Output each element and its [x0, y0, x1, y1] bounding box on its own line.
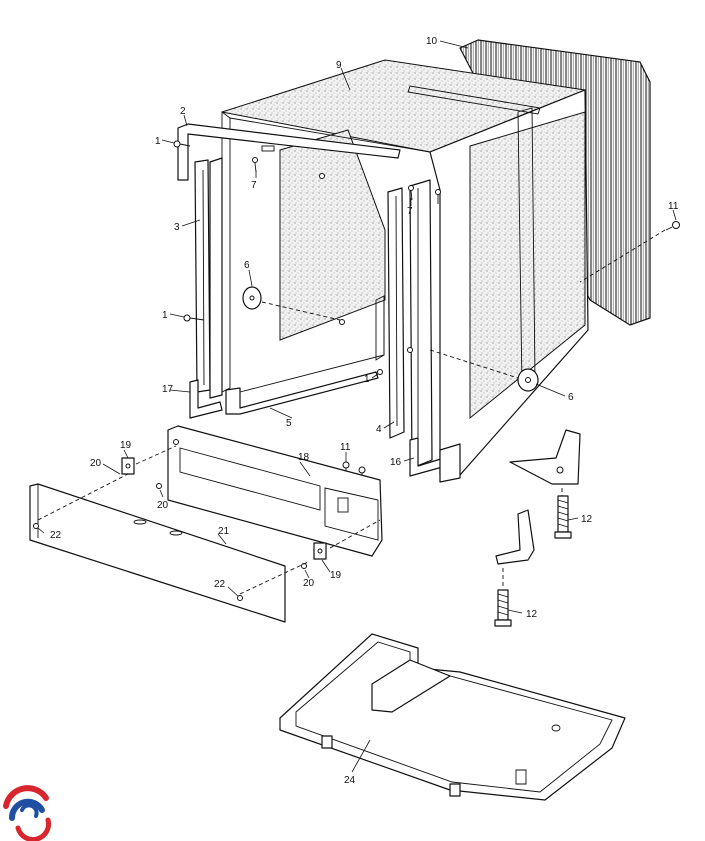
callout-16: 16: [390, 457, 402, 468]
leg-bracket-lower: [495, 509, 535, 565]
callout-1-lower: 1: [364, 374, 370, 385]
right-side-rail: [387, 187, 405, 439]
base-pan: [279, 633, 626, 801]
callout-18: 18: [298, 452, 310, 463]
callout-7-right: 7: [407, 206, 413, 217]
callout-21: 21: [218, 526, 230, 537]
left-side-rail: [194, 157, 223, 399]
callout-2: 2: [180, 106, 186, 117]
callout-5: 5: [286, 418, 292, 429]
top-frame-rail: [177, 123, 401, 181]
callout-19-right: 19: [330, 570, 342, 581]
leveling-leg-upper: [554, 495, 572, 539]
leveling-leg-lower: [494, 589, 512, 627]
callout-11-right: 11: [668, 201, 679, 212]
grommet-right: [517, 368, 539, 392]
left-foot-bracket: [189, 379, 223, 419]
callout-17: 17: [162, 384, 174, 395]
clip-right: [313, 542, 327, 560]
callout-6-right: 6: [568, 392, 574, 403]
callout-24: 24: [344, 775, 356, 786]
callout-12-upper: 12: [581, 514, 593, 525]
lower-cross-plate: [167, 425, 383, 557]
callout-12-lower: 12: [526, 609, 538, 620]
callout-4: 4: [376, 424, 382, 435]
callout-labels: 1 2 3 1 4 5 6 6 7 7 9 10 11 11 12 12 1 1…: [50, 36, 679, 786]
callout-1-middle: 1: [162, 310, 168, 321]
callout-22-right: 22: [214, 579, 226, 590]
callout-20-left: 20: [90, 458, 102, 469]
leader-lines: [37, 40, 677, 773]
callout-9: 9: [336, 60, 342, 71]
callout-3: 3: [174, 222, 180, 233]
callout-19-left: 19: [120, 440, 132, 451]
swirl-logo-icon: [3, 785, 53, 841]
callout-20-middle: 20: [157, 500, 169, 511]
screws: [173, 140, 680, 481]
callout-20-right: 20: [303, 578, 315, 589]
callout-1-top: 1: [155, 136, 161, 147]
callout-11-center: 11: [340, 442, 351, 453]
callout-10: 10: [426, 36, 438, 47]
leg-bracket-upper: [509, 429, 581, 485]
cabinet-tub: [221, 59, 589, 476]
grommet-left: [242, 286, 262, 310]
kick-plate: [29, 483, 286, 623]
clip-left: [121, 457, 135, 475]
callout-7-left: 7: [251, 180, 257, 191]
right-foot-bracket: [409, 437, 461, 483]
callout-22-left: 22: [50, 530, 62, 541]
callout-6-left: 6: [244, 260, 250, 271]
